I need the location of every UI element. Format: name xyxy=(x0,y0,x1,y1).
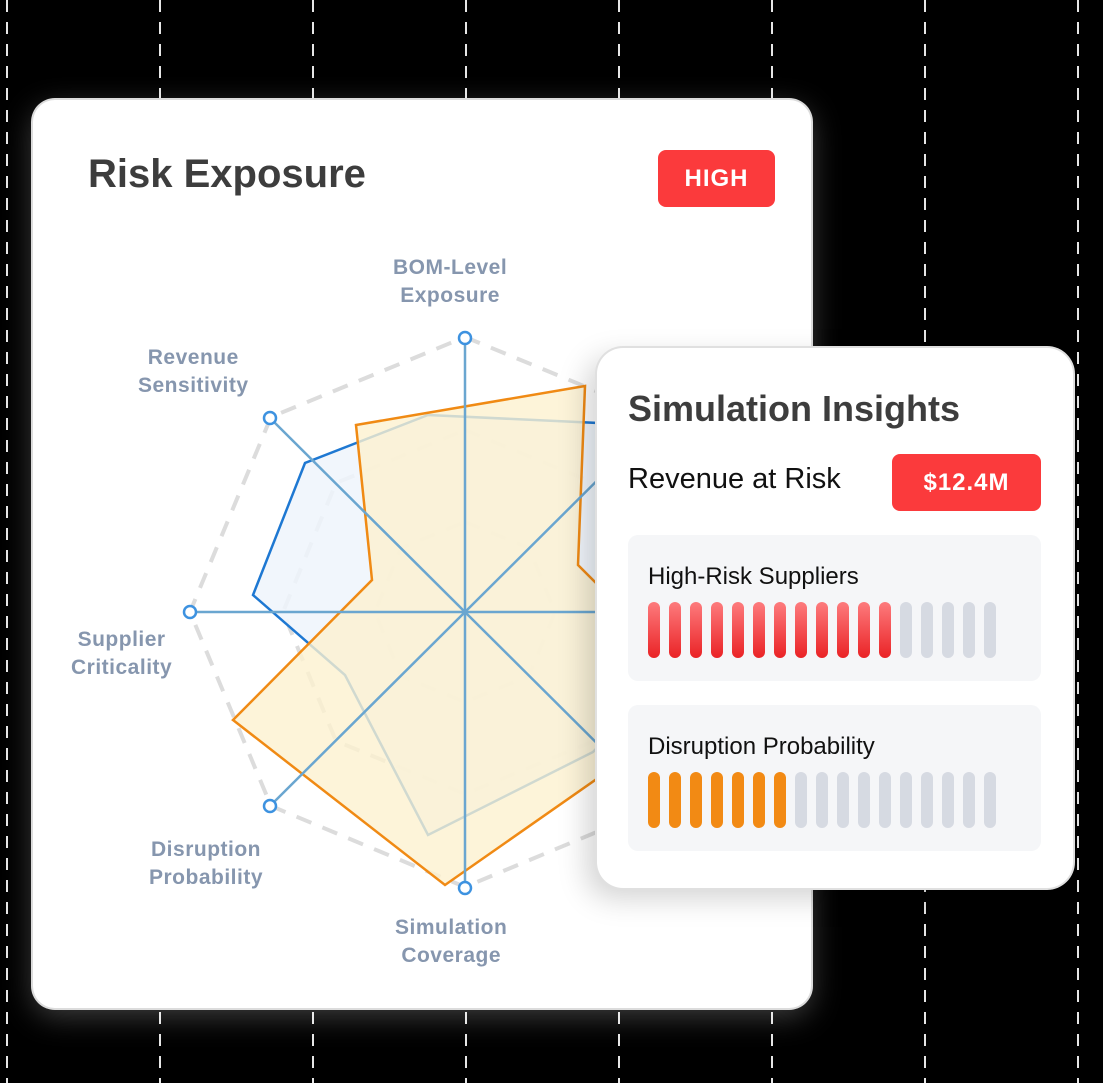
meter-segment-empty xyxy=(942,772,954,828)
high-risk-suppliers-meter: High-Risk Suppliers xyxy=(628,535,1041,681)
meter-segment-filled xyxy=(648,602,660,658)
meter-segment-filled xyxy=(669,602,681,658)
meter-segment-filled xyxy=(879,602,891,658)
simulated-series xyxy=(231,384,635,887)
axis-endpoint-icon xyxy=(262,798,278,814)
meter-segment-empty xyxy=(816,772,828,828)
meter-segment-filled xyxy=(753,772,765,828)
risk-level-badge: HIGH xyxy=(658,150,775,207)
simulation-insights-card: Simulation Insights Revenue at Risk $12.… xyxy=(597,348,1073,888)
meter-bars xyxy=(648,772,996,828)
meter-segment-empty xyxy=(921,602,933,658)
meter-segment-filled xyxy=(795,602,807,658)
meter-segment-filled xyxy=(753,602,765,658)
meter-segment-filled xyxy=(858,602,870,658)
axis-label-bom-level-exposure: BOM-Level Exposure xyxy=(393,256,508,307)
axis-endpoint-icon xyxy=(262,410,278,426)
meter-segment-empty xyxy=(963,602,975,658)
meter-label: High-Risk Suppliers xyxy=(648,563,859,590)
meter-segment-filled xyxy=(648,772,660,828)
meter-segment-empty xyxy=(942,602,954,658)
meter-segment-empty xyxy=(900,772,912,828)
meter-label: Disruption Probability xyxy=(648,733,875,760)
meter-segment-filled xyxy=(690,772,702,828)
meter-segment-filled xyxy=(669,772,681,828)
revenue-at-risk-label: Revenue at Risk xyxy=(628,463,841,495)
meter-segment-empty xyxy=(879,772,891,828)
meter-segment-filled xyxy=(774,602,786,658)
meter-segment-empty xyxy=(858,772,870,828)
meter-segment-empty xyxy=(837,772,849,828)
insights-title: Simulation Insights xyxy=(628,388,961,429)
meter-segment-filled xyxy=(732,602,744,658)
meter-segment-filled xyxy=(732,772,744,828)
meter-segment-empty xyxy=(963,772,975,828)
meter-segment-empty xyxy=(795,772,807,828)
axis-endpoint-icon xyxy=(182,604,198,620)
axis-label-revenue-sensitivity: Revenue Sensitivity xyxy=(138,346,249,397)
meter-segment-filled xyxy=(837,602,849,658)
meter-segment-empty xyxy=(900,602,912,658)
meter-segment-empty xyxy=(984,772,996,828)
meter-segment-filled xyxy=(816,602,828,658)
meter-segment-filled xyxy=(711,602,723,658)
axis-label-supplier-criticality: Supplier Criticality xyxy=(71,628,173,679)
axis-endpoint-icon xyxy=(457,330,473,346)
card-title: Risk Exposure xyxy=(88,152,366,196)
meter-segment-filled xyxy=(774,772,786,828)
risk-exposure-card: Risk Exposure HIGH BOM-Level Exposure Re… xyxy=(33,100,811,1008)
disruption-probability-meter: Disruption Probability xyxy=(628,705,1041,851)
axis-label-simulation-coverage: Simulation Coverage xyxy=(395,916,508,967)
meter-segment-filled xyxy=(711,772,723,828)
meter-segment-empty xyxy=(921,772,933,828)
axis-label-disruption-probability: Disruption Probability xyxy=(149,838,264,889)
revenue-at-risk-value: $12.4M xyxy=(892,454,1041,511)
meter-bars xyxy=(648,602,996,658)
axis-endpoint-icon xyxy=(457,880,473,896)
meter-segment-empty xyxy=(984,602,996,658)
axis-endpoints xyxy=(182,330,473,896)
meter-segment-filled xyxy=(690,602,702,658)
